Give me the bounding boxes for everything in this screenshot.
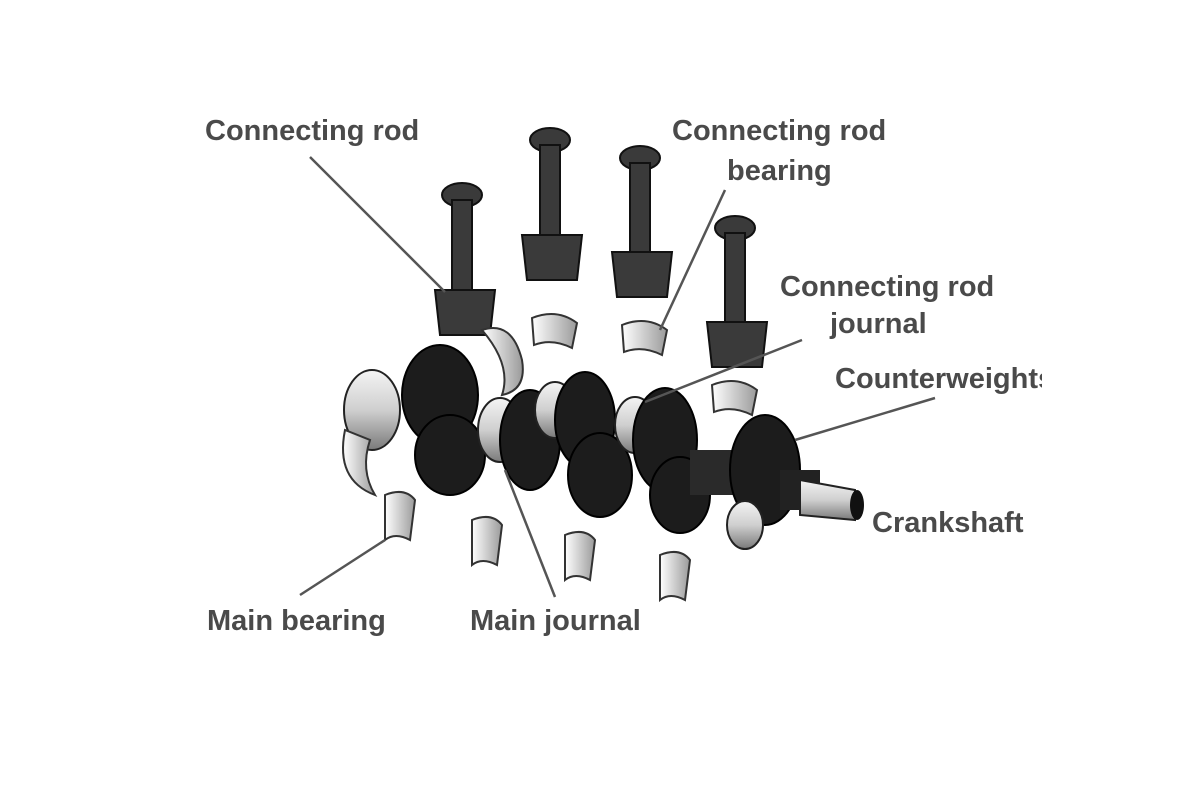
- connecting-rod-bearings: [480, 313, 759, 417]
- label-connecting-rod-journal-line2: journal: [829, 308, 927, 340]
- label-counterweights: Counterweights: [835, 363, 1054, 395]
- connecting-rod-2: [520, 127, 584, 281]
- label-crankshaft: Crankshaft: [872, 507, 1024, 539]
- connecting-rod-4: [705, 215, 769, 368]
- label-main-journal: Main journal: [470, 605, 641, 637]
- label-connecting-rod-bearing-line2: bearing: [727, 155, 832, 187]
- crankshaft: [342, 344, 864, 550]
- connecting-rod-3: [610, 145, 674, 298]
- connecting-rods: [433, 127, 769, 368]
- label-connecting-rod-bearing-line1: Connecting rod: [672, 115, 886, 147]
- label-connecting-rod: Connecting rod: [205, 115, 419, 147]
- leader-lines: [299, 156, 936, 598]
- main-bearings: [384, 490, 692, 603]
- label-main-bearing: Main bearing: [207, 605, 386, 637]
- label-connecting-rod-journal-line1: Connecting rod: [780, 271, 994, 303]
- connecting-rod-1: [433, 182, 497, 336]
